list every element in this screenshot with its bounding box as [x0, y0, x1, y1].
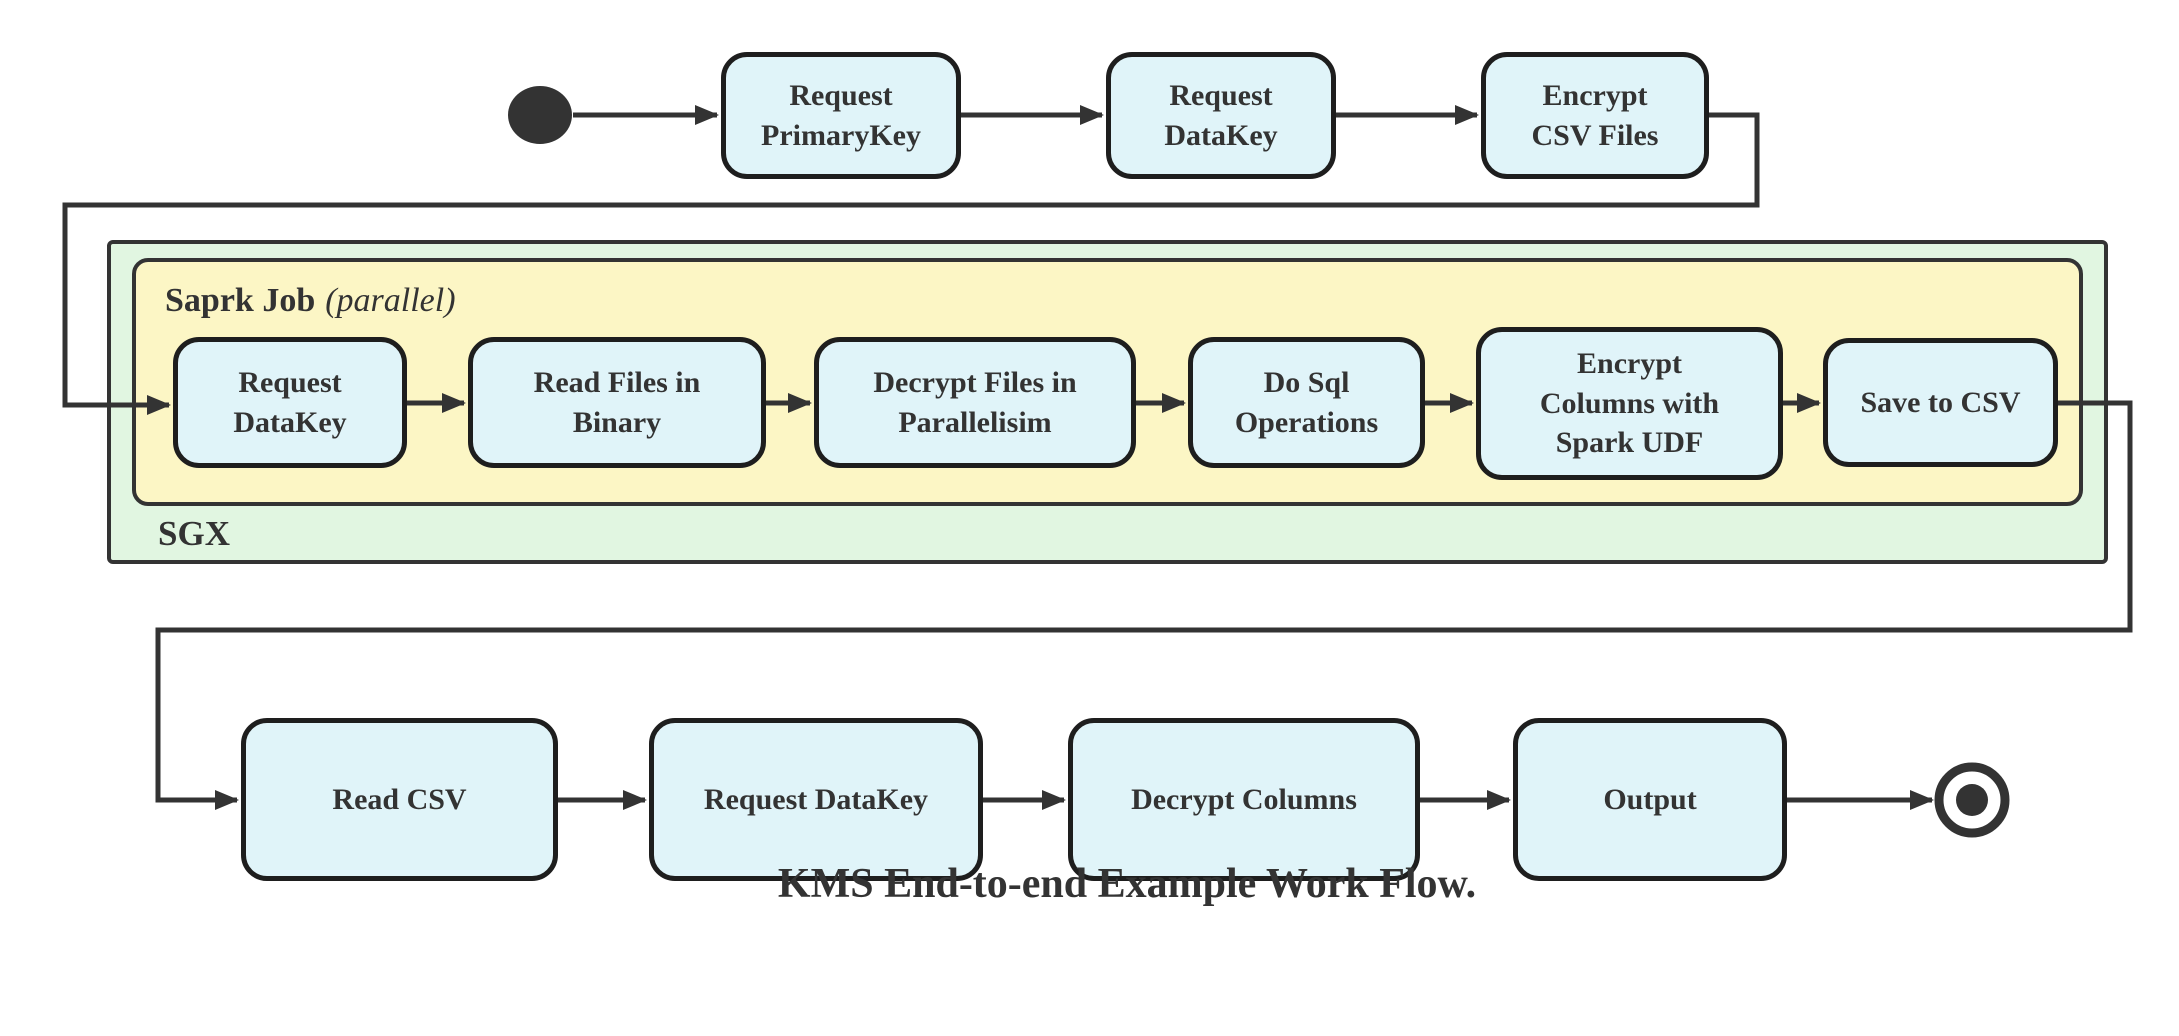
- edge-save-to-csv-to-read-csv: [155, 400, 2133, 810]
- node-decrypt-files-in-parallelisim: Decrypt Files in Parallelisim: [814, 337, 1136, 468]
- node-encrypt-columns-with-spark-udf: Encrypt Columns with Spark UDF: [1476, 327, 1783, 480]
- spark-job-title: Saprk Job: [165, 282, 316, 319]
- node-request-datakey-sgx: Request DataKey: [173, 337, 407, 468]
- caption: KMS End-to-end Example Work Flow.: [777, 861, 1477, 907]
- start-node: [508, 86, 572, 144]
- node-decrypt-columns: Decrypt Columns: [1068, 718, 1420, 881]
- node-read-files-in-binary: Read Files in Binary: [468, 337, 766, 468]
- node-output: Output: [1513, 718, 1787, 881]
- node-do-sql-operations: Do Sql Operations: [1188, 337, 1425, 468]
- node-request-datakey-bottom: Request DataKey: [649, 718, 983, 881]
- node-encrypt-csv-files: Encrypt CSV Files: [1481, 52, 1709, 179]
- node-save-to-csv: Save to CSV: [1823, 338, 2058, 467]
- end-node-dot: [1956, 784, 1988, 816]
- sgx-label: SGX: [158, 514, 230, 553]
- node-read-csv: Read CSV: [241, 718, 558, 881]
- node-request-primarykey: Request PrimaryKey: [721, 52, 961, 179]
- node-request-datakey-top: Request DataKey: [1106, 52, 1336, 179]
- spark-job-label: Saprk Job(parallel): [165, 282, 456, 320]
- edge-encrypt-csv-files-to-sgx-request-datakey: [62, 112, 1760, 415]
- spark-job-parallel-tag: (parallel): [325, 282, 456, 319]
